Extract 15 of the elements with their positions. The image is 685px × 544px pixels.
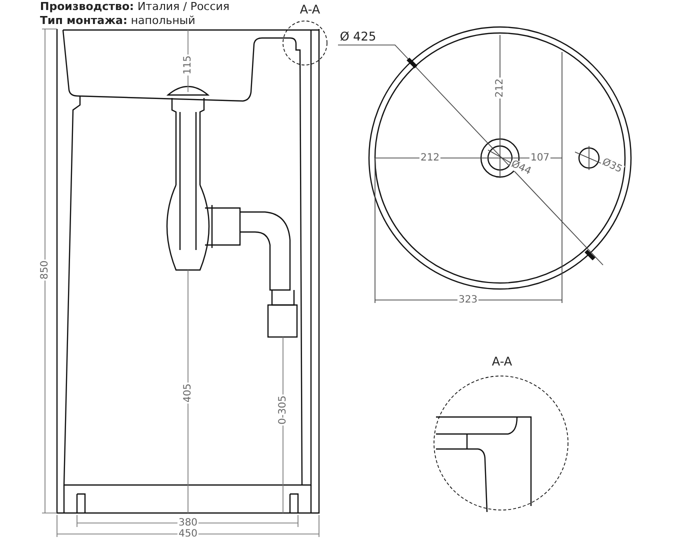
dimension-label: 380 [177,518,199,528]
dimension-label: 212 [419,152,441,164]
section-label: A-A [300,4,320,16]
dimension-label: 212 [494,77,506,99]
spec-text: Производство: Италия / Россия [40,0,230,13]
section-label: A-A [492,356,512,368]
dimension-label: 107 [529,152,551,164]
dimension-label: Ø 425 [340,30,376,44]
dimension-label: 0-305 [278,394,288,426]
dimension-label: 450 [177,528,199,540]
dimension-label: 323 [457,294,479,306]
spec-text: Тип монтажа: напольный [40,14,196,27]
dimension-label: 405 [182,382,194,404]
dimension-label: 115 [182,54,194,76]
dimension-label: 850 [40,259,50,281]
